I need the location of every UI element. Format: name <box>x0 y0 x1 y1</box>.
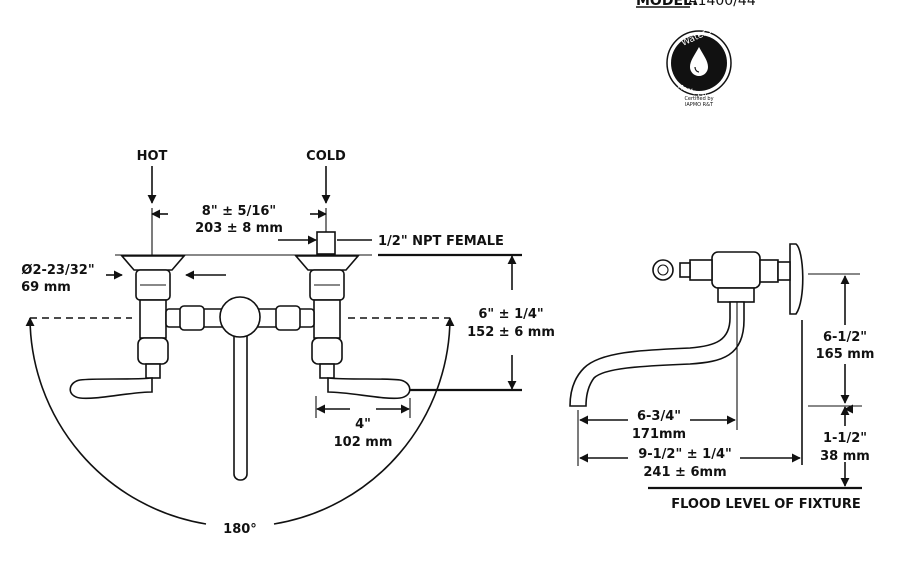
cold-flange <box>294 255 360 271</box>
hot-label: HOT <box>137 149 168 164</box>
hot-valve-body <box>135 269 171 379</box>
spout-reach-inches: 6-3/4" <box>637 409 681 424</box>
cold-valve-body <box>309 269 345 379</box>
center-hub <box>219 296 261 338</box>
handle-length-inches: 4" <box>355 417 371 432</box>
certified-by-line2: IAPMO R&T <box>685 102 714 108</box>
center-spacing-inches: 8" ± 5/16" <box>202 204 276 219</box>
side-spout <box>569 301 745 407</box>
hot-flange <box>120 255 186 271</box>
wall-flange <box>789 243 804 315</box>
height-mm: 152 ± 6 mm <box>467 325 555 340</box>
flange-diameter-mm: 69 mm <box>21 280 71 295</box>
center-spacing-mm: 203 ± 8 mm <box>195 221 283 236</box>
overall-reach-inches: 9-1/2" ± 1/4" <box>638 447 732 462</box>
spout-height-mm: 165 mm <box>816 347 875 362</box>
spout-reach-mm: 171mm <box>632 427 686 442</box>
watersense-logo: WaterSense Meets EPA Criteria Certified … <box>666 17 735 110</box>
front-view: HOT COLD 8" ± 5/16" 203 ± 8 mm 1/2" NPT … <box>21 149 555 537</box>
side-view: 6-1/2" 165 mm 1-1/2" 38 mm FLOOD LEVEL O… <box>569 243 875 512</box>
height-inches: 6" ± 1/4" <box>478 307 543 322</box>
overall-reach-mm: 241 ± 6mm <box>643 465 726 480</box>
handle-length-mm: 102 mm <box>334 435 393 450</box>
side-valve-body <box>652 251 791 303</box>
flange-diameter-inches: Ø2-23/32" <box>21 263 94 278</box>
flood-level-label: FLOOD LEVEL OF FIXTURE <box>671 497 861 512</box>
connection-label: 1/2" NPT FEMALE <box>378 234 504 249</box>
certified-by-line1: Certified by <box>684 96 713 102</box>
cold-label: COLD <box>306 149 346 164</box>
hot-lever-handle <box>69 377 153 400</box>
flood-gap-mm: 38 mm <box>820 449 870 464</box>
model-value: A1400/44 <box>688 0 756 9</box>
swing-angle-label: 180° <box>223 522 257 537</box>
front-spout <box>233 329 248 481</box>
model-label: MODEL: <box>636 0 698 9</box>
spout-height-inches: 6-1/2" <box>823 330 867 345</box>
model-header: MODEL: A1400/44 <box>636 0 756 9</box>
cold-lever-handle <box>327 377 411 400</box>
flood-gap-inches: 1-1/2" <box>823 431 867 446</box>
